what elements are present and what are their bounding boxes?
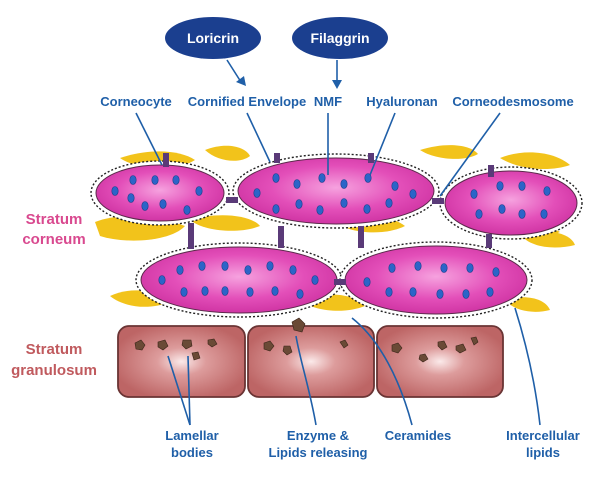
- corneocyte-cell: [232, 153, 440, 229]
- stratum-corneum-label-1: Stratum: [26, 211, 83, 228]
- enzyme-label-2: Lipids releasing: [269, 445, 368, 460]
- filaggrin-arrow: [332, 60, 342, 89]
- granulosum-cell: [376, 325, 504, 398]
- ceramides-label: Ceramides: [385, 428, 451, 443]
- corneocyte-cell: [135, 242, 343, 318]
- corneodesmosome-label: Corneodesmosome: [452, 94, 573, 109]
- intercellular-label-2: lipids: [526, 445, 560, 460]
- stratum-corneum-label-2: corneum: [22, 231, 85, 248]
- loricrin-arrow: [226, 59, 246, 86]
- enzyme-label-1: Enzyme &: [287, 428, 349, 443]
- lamellar-label-1: Lamellar: [165, 428, 218, 443]
- intercellular-label-1: Intercellular: [506, 428, 580, 443]
- lamellar-label-2: bodies: [171, 445, 213, 460]
- top-leaders: [135, 112, 501, 197]
- corneocyte-label: Corneocyte: [100, 94, 172, 109]
- filaggrin-label: Filaggrin: [310, 30, 369, 46]
- nmf-dots: [111, 173, 551, 299]
- nmf-label: NMF: [314, 94, 342, 109]
- loricrin-oval: Loricrin: [165, 17, 261, 59]
- filaggrin-oval: Filaggrin: [292, 17, 388, 59]
- lamellar-granules: [134, 317, 479, 363]
- cornified-envelope-label: Cornified Envelope: [188, 94, 306, 109]
- granulosum-cell: [117, 325, 246, 398]
- loricrin-label: Loricrin: [187, 30, 239, 46]
- bottom-leaders: [167, 307, 541, 426]
- granulosum-cell: [247, 325, 375, 398]
- corneocyte-cell: [439, 166, 583, 240]
- corneocyte-cell: [339, 241, 533, 319]
- stratum-granulosum-label-2: granulosum: [11, 362, 97, 379]
- hyaluronan-label: Hyaluronan: [366, 94, 438, 109]
- corneodesmosomes: [163, 153, 494, 285]
- stratum-granulosum-label-1: Stratum: [26, 341, 83, 358]
